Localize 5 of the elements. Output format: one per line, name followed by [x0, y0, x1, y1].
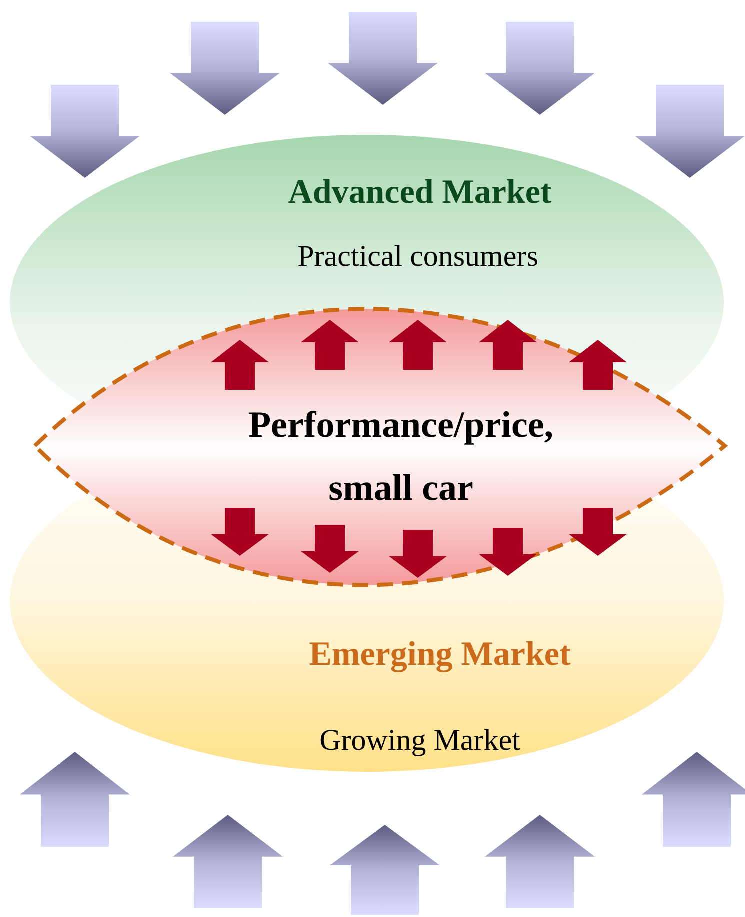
- center-label: Performance/price, small car: [247, 404, 555, 511]
- section-heading: Advanced Market: [288, 173, 552, 214]
- subheading: Growing Market: [320, 722, 520, 758]
- subheading: Practical consumers: [298, 238, 538, 274]
- section-heading: Emerging Market: [309, 635, 571, 676]
